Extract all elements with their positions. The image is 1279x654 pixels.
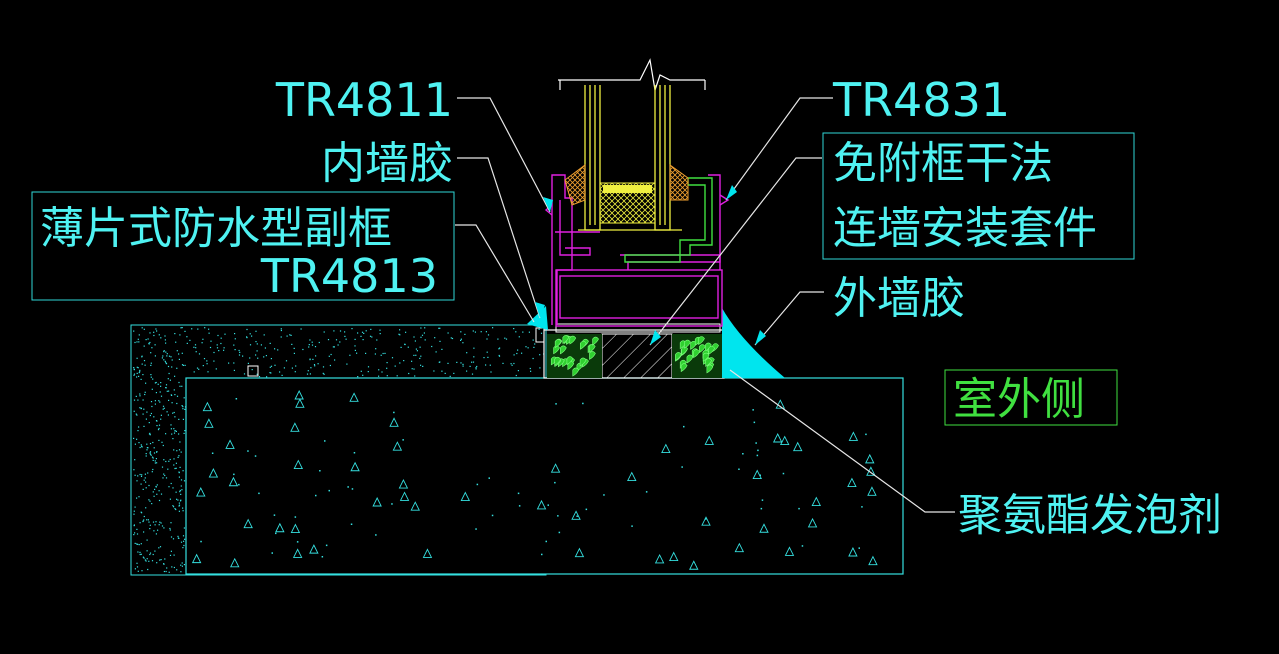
plaster-texture <box>133 327 545 573</box>
leader-subframe <box>455 224 535 323</box>
leader-outer-sealant <box>754 291 824 346</box>
installation-kit-profile <box>624 177 713 263</box>
leader-tr4831 <box>725 97 833 201</box>
label-tr4811: TR4811 <box>275 73 453 127</box>
small-marker <box>247 365 259 377</box>
leader-inner-sealant <box>457 157 541 319</box>
label-subframe-line2: TR4813 <box>260 249 438 303</box>
leader-kit <box>649 157 822 346</box>
label-tr4831: TR4831 <box>832 73 1010 127</box>
inner-sealant-bead <box>527 306 548 330</box>
label-exterior-side: 室外侧 <box>953 374 1085 425</box>
glass-unit <box>558 58 706 231</box>
leader-lines <box>455 97 955 513</box>
label-kit-line2: 连墙安装套件 <box>833 203 1097 254</box>
concrete-aggregate-texture <box>191 389 878 570</box>
window-frame-profile <box>544 174 730 327</box>
label-inner-sealant: 内墙胶 <box>321 138 453 189</box>
label-outer-sealant: 外墙胶 <box>833 273 965 324</box>
label-subframe-line1: 薄片式防水型副框 <box>40 203 392 254</box>
subframe-assembly <box>535 323 725 379</box>
outer-sealant-bead <box>722 308 785 378</box>
label-kit-line1: 免附框干法 <box>833 138 1053 189</box>
exterior-label-box <box>944 369 1118 426</box>
wall-plaster-layer <box>130 324 547 576</box>
pu-foam-texture <box>550 335 719 377</box>
leader-pu-foam <box>729 369 955 513</box>
concrete-slab <box>185 377 904 575</box>
leader-tr4811 <box>457 97 551 213</box>
leader-arrowheads <box>535 185 766 345</box>
subframe-label-box <box>31 191 455 301</box>
label-pu-foam: 聚氨酯发泡剂 <box>958 490 1222 541</box>
kit-label-box <box>822 132 1135 260</box>
